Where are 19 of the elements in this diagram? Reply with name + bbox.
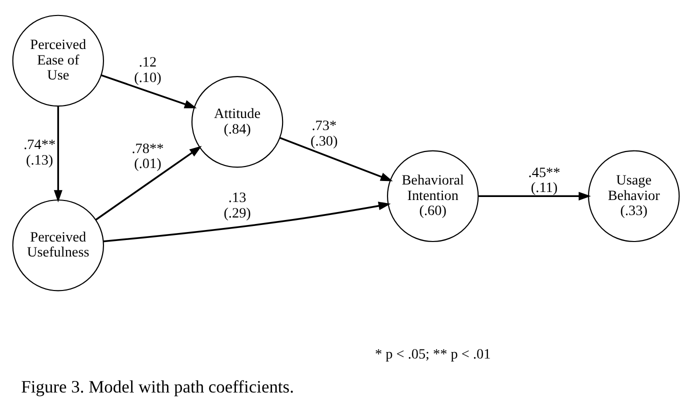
- edge-label: .13 (.29): [224, 190, 251, 222]
- edge-label: .45** (.11): [528, 164, 560, 196]
- node-circle: Perceived Usefulness: [12, 199, 104, 292]
- arrow: [478, 192, 591, 200]
- edge-label: .74** (.13): [24, 137, 56, 168]
- edge-label: .12 (.10): [134, 54, 162, 86]
- caption: Figure 3. Model with path coefficients.: [21, 376, 294, 397]
- arrow: [103, 202, 391, 242]
- arrow: [54, 106, 62, 202]
- node-circle: Behavioral Intention (.60): [386, 150, 479, 242]
- label: * p < .05; ** p < .01: [374, 346, 491, 362]
- arrow: [100, 74, 197, 108]
- edge-label: .73* (.30): [310, 118, 338, 150]
- arrow: [280, 137, 393, 182]
- node-circle: Perceived Ease of Use: [12, 14, 104, 107]
- node-circle: Usage Behavior (.33): [588, 150, 680, 242]
- arrow: [95, 146, 202, 220]
- node-circle: Attitude (.84): [191, 76, 284, 168]
- edge-label: .78** (.01): [132, 140, 164, 172]
